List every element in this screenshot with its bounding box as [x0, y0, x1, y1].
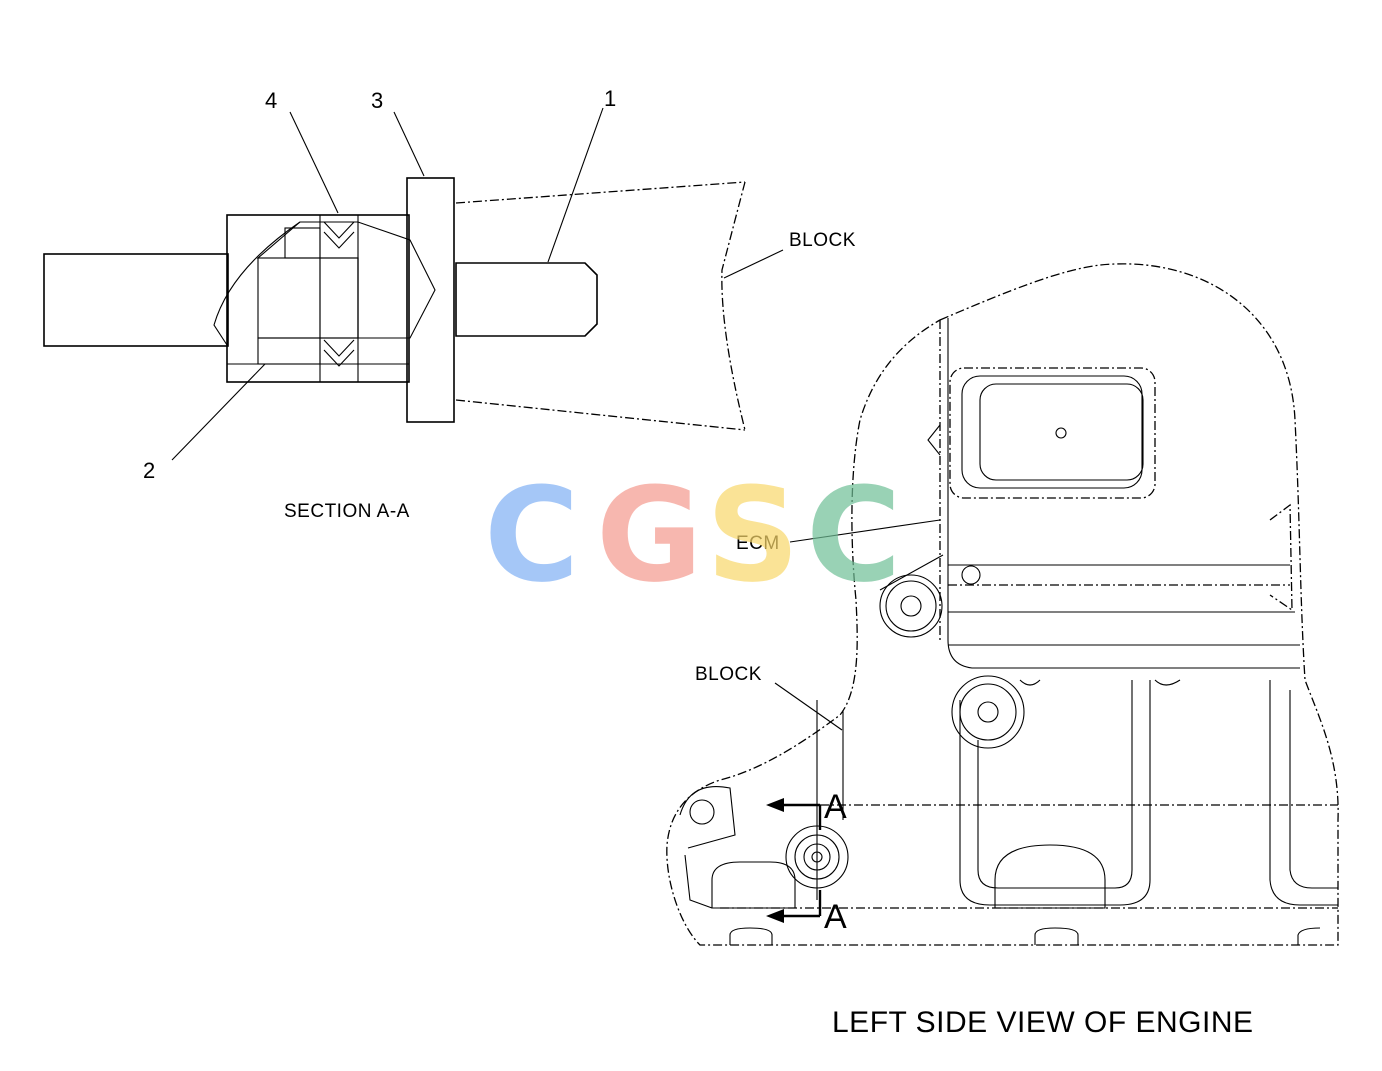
label-block-bottom: BLOCK — [695, 664, 762, 685]
left-boss — [679, 786, 736, 849]
section-cut-markers — [766, 798, 822, 923]
label-ecm: ECM — [736, 533, 780, 554]
hatched-sleeve — [257, 257, 359, 339]
callout-4: 4 — [265, 88, 277, 113]
callout-2: 2 — [143, 458, 155, 483]
watermark-letter-2: G — [596, 459, 703, 611]
watermark-letter-4: C — [806, 459, 901, 611]
manifold-tubes — [820, 679, 1338, 906]
label-block-top: BLOCK — [789, 230, 856, 251]
block-bolt-upper — [951, 675, 1025, 749]
block-section-outline — [455, 181, 746, 431]
section-leaders — [171, 107, 784, 461]
v-seal-item-4 — [319, 215, 359, 382]
ecm-mount-bolt — [879, 554, 944, 638]
harness-connector-view — [785, 700, 849, 900]
stud-item-1 — [455, 262, 598, 337]
bottom-bosses — [684, 844, 1338, 945]
flange-item-3 — [406, 177, 455, 423]
callout-1: 1 — [604, 86, 616, 111]
section-a-a-drawing — [43, 177, 746, 431]
engine-block-outline — [666, 263, 1339, 946]
section-mark-top: A — [824, 788, 847, 826]
callout-3: 3 — [371, 88, 383, 113]
section-mark-bottom: A — [824, 898, 847, 936]
view-leaders — [774, 519, 941, 731]
ecm-module — [927, 318, 1300, 669]
engine-left-side-view — [666, 263, 1339, 946]
harness-stub — [43, 253, 229, 347]
connector-housing — [226, 214, 410, 383]
seal-item-2 — [257, 337, 321, 365]
cgsc-watermark: C G S C — [484, 459, 901, 611]
watermark-letter-3: S — [706, 459, 800, 611]
view-caption: LEFT SIDE VIEW OF ENGINE — [832, 1006, 1254, 1039]
watermark-letter-1: C — [484, 459, 579, 611]
section-caption: SECTION A-A — [284, 501, 410, 522]
